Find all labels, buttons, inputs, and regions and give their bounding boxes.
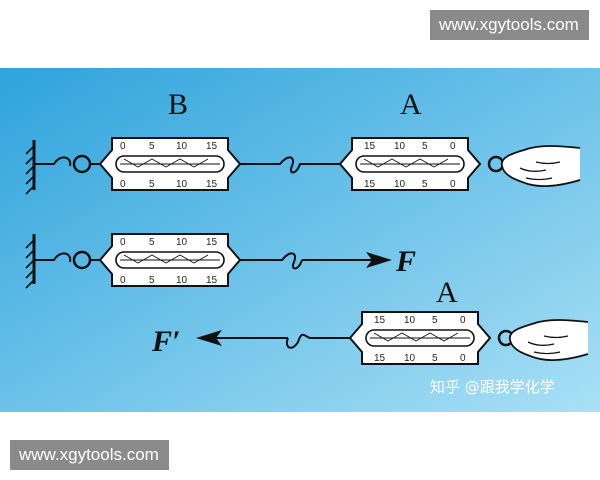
hook-wall-row2 [34, 252, 72, 263]
tick-label: 5 [149, 141, 155, 152]
force-arrow-f [302, 252, 392, 268]
tick-label: 15 [206, 237, 218, 248]
hand-row3 [508, 319, 589, 361]
label-f-prime: F′ [151, 325, 180, 358]
watermark-top: www.xgytools.com [430, 10, 589, 40]
tick-label: 10 [394, 179, 406, 190]
scale-a-row1-ticks: 15 10 5 0 15 10 5 0 [364, 141, 456, 190]
tick-label: 0 [120, 275, 126, 286]
tick-label: 15 [364, 179, 376, 190]
tick-label: 15 [206, 141, 218, 152]
tick-label: 0 [450, 179, 456, 190]
hook-row2 [240, 252, 303, 270]
hook-row3 [286, 333, 350, 349]
hooks-between-scales [240, 156, 340, 174]
force-arrow-f-prime [196, 330, 288, 346]
tick-label: 5 [149, 275, 155, 286]
scale-b-row1-ticks: 0 5 10 15 0 5 10 15 [120, 141, 218, 190]
tick-label: 0 [460, 353, 466, 364]
tick-label: 10 [176, 141, 188, 152]
tick-label: 10 [404, 315, 416, 326]
label-a-bottom: A [436, 276, 458, 309]
label-a-top: A [400, 88, 422, 121]
label-b: B [168, 88, 188, 121]
tick-label: 5 [422, 179, 428, 190]
tick-label: 0 [120, 141, 126, 152]
tick-label: 15 [374, 353, 386, 364]
tick-label: 10 [176, 275, 188, 286]
tick-label: 0 [460, 315, 466, 326]
tick-label: 5 [149, 179, 155, 190]
tick-label: 0 [450, 141, 456, 152]
scale-a-row1 [339, 137, 481, 191]
hook-wall-row1 [34, 156, 72, 167]
tick-label: 5 [422, 141, 428, 152]
tick-label: 10 [404, 353, 416, 364]
scale-a-row3 [349, 311, 491, 365]
tick-label: 15 [374, 315, 386, 326]
watermark-bottom: www.xgytools.com [10, 440, 169, 470]
tick-label: 0 [120, 179, 126, 190]
tick-label: 10 [394, 141, 406, 152]
spring-scale-diagram: B A 0 5 10 15 0 5 10 15 15 10 5 0 15 10 … [0, 68, 600, 412]
tick-label: 15 [364, 141, 376, 152]
hand-row1 [500, 145, 581, 187]
scale-b-row2-ticks: 0 5 10 15 0 5 10 15 [120, 237, 218, 286]
label-f: F [395, 245, 416, 278]
tick-label: 5 [432, 315, 438, 326]
tick-label: 15 [206, 275, 218, 286]
tick-label: 0 [120, 237, 126, 248]
tick-label: 5 [432, 353, 438, 364]
scale-a-row3-ticks: 15 10 5 0 15 10 5 0 [374, 315, 466, 364]
tick-label: 10 [176, 179, 188, 190]
tick-label: 5 [149, 237, 155, 248]
tick-label: 10 [176, 237, 188, 248]
tick-label: 15 [206, 179, 218, 190]
credit-watermark: 知乎 @跟我学化学 [430, 378, 555, 396]
